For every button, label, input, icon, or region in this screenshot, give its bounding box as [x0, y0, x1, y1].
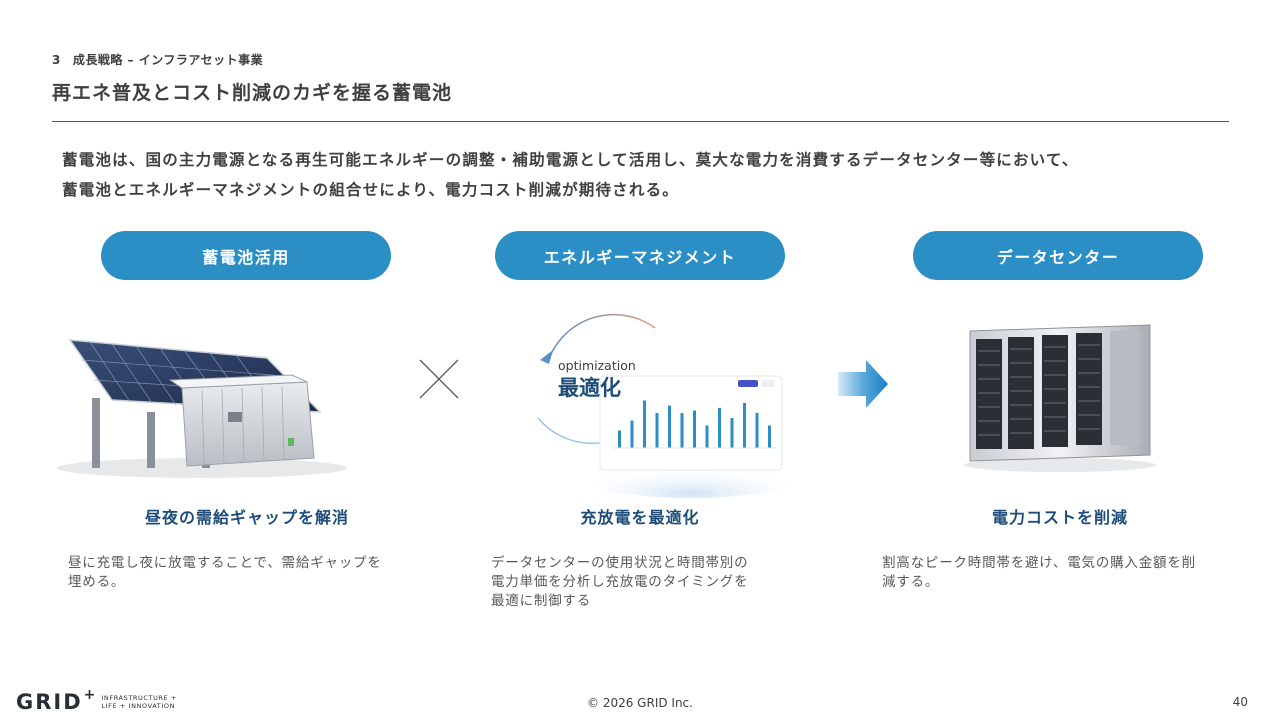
desc-line: 電力単価を分析し充放電のタイミングを [491, 574, 749, 590]
desc-line: 昼に充電し夜に放電することで、需給ギャップを [68, 555, 382, 571]
optimization-graphic: optimization 最適化 [537, 313, 790, 498]
title-divider [52, 121, 1229, 122]
optimization-bar [643, 400, 646, 448]
logo-plus: + [83, 687, 96, 703]
desc-energy-management: データセンターの使用状況と時間帯別の 電力単価を分析し充放電のタイミングを 最適… [491, 554, 791, 611]
desc-line: 割高なピーク時間帯を避け、電気の購入金額を削 [882, 555, 1196, 571]
optimization-bar [730, 418, 734, 448]
intro-text: 蓄電池は、国の主力電源となる再生可能エネルギーの調整・補助電源として活用し、莫大… [62, 145, 1232, 205]
optimization-bar [630, 420, 634, 448]
company-logo: GRID+ INFRASTRUCTURE + LIFE + INNOVATION [16, 687, 177, 714]
desc-line: 最適に制御する [491, 593, 592, 609]
optimization-en-label: optimization [558, 358, 636, 373]
optimization-bar [743, 403, 746, 448]
page-number: 40 [1232, 695, 1248, 709]
optimization-jp-label: 最適化 [558, 376, 621, 400]
heading-balance-gap: 昼夜の需給ギャップを解消 [144, 508, 349, 527]
optimization-bar [718, 408, 721, 448]
desc-line: 埋める。 [68, 574, 126, 590]
optimization-bar [655, 413, 659, 448]
solar-battery-image [57, 339, 347, 478]
desc-line: データセンターの使用状況と時間帯別の [491, 555, 749, 571]
pill-data-center: データセンター [913, 231, 1203, 280]
intro-line-2: 蓄電池とエネルギーマネジメントの組合せにより、電力コスト削減が期待される。 [62, 181, 679, 199]
optimization-bar [768, 425, 771, 448]
section-number: 3 [52, 53, 61, 67]
optimization-bars [618, 400, 771, 448]
logo-tagline-line-1: INFRASTRUCTURE + [101, 694, 177, 702]
right-arrow-icon [838, 360, 888, 408]
desc-line: 減する。 [882, 574, 940, 590]
pill-battery-usage: 蓄電池活用 [101, 231, 391, 280]
desc-battery: 昼に充電し夜に放電することで、需給ギャップを 埋める。 [68, 554, 440, 592]
page-title: 再エネ普及とコスト削減のカギを握る蓄電池 [52, 82, 453, 104]
section-name: 成長戦略 – インフラアセット事業 [72, 53, 264, 67]
logo-tagline-line-2: LIFE + INNOVATION [101, 702, 176, 710]
server-rack-image [964, 324, 1156, 472]
optimization-bar [668, 405, 671, 448]
optimization-bar [693, 410, 696, 448]
heading-optimize-charge: 充放電を最適化 [580, 508, 700, 527]
optimization-bar [680, 413, 684, 448]
optimization-bar [705, 425, 709, 448]
multiply-icon [419, 359, 459, 399]
heading-reduce-cost: 電力コストを削減 [991, 508, 1128, 527]
desc-data-center: 割高なピーク時間帯を避け、電気の購入金額を削 減する。 [882, 554, 1252, 592]
section-label: 3 成長戦略 – インフラアセット事業 [52, 51, 263, 68]
optimization-bar [755, 413, 759, 448]
intro-line-1: 蓄電池は、国の主力電源となる再生可能エネルギーの調整・補助電源として活用し、莫大… [62, 151, 1079, 169]
copyright: © 2026 GRID Inc. [587, 696, 693, 710]
pill-energy-management: エネルギーマネジメント [495, 231, 785, 280]
optimization-bar [618, 430, 621, 448]
logo-wordmark: GRID [16, 690, 83, 714]
logo-tagline: INFRASTRUCTURE + LIFE + INNOVATION [101, 694, 177, 710]
